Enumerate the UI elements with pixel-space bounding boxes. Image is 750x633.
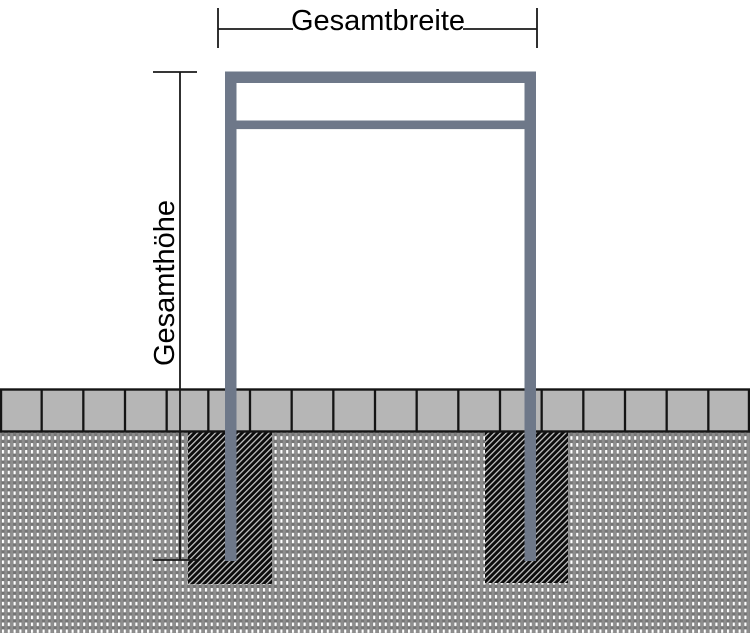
pavement-row <box>0 388 750 433</box>
height-dimension <box>153 71 197 561</box>
width-label-backing <box>293 3 463 32</box>
width-dimension-label: Gesamtbreite <box>291 5 465 37</box>
frame-top-bar <box>225 71 536 83</box>
height-dimension-label: Gesamthöhe <box>149 200 181 366</box>
frame <box>225 71 536 561</box>
frame-crossbar <box>225 120 536 130</box>
soil-ground <box>0 431 750 633</box>
frame-right-post <box>524 71 536 561</box>
pavement-border <box>0 388 750 433</box>
pavement-joints <box>40 390 710 431</box>
frame-left-post <box>225 71 237 561</box>
